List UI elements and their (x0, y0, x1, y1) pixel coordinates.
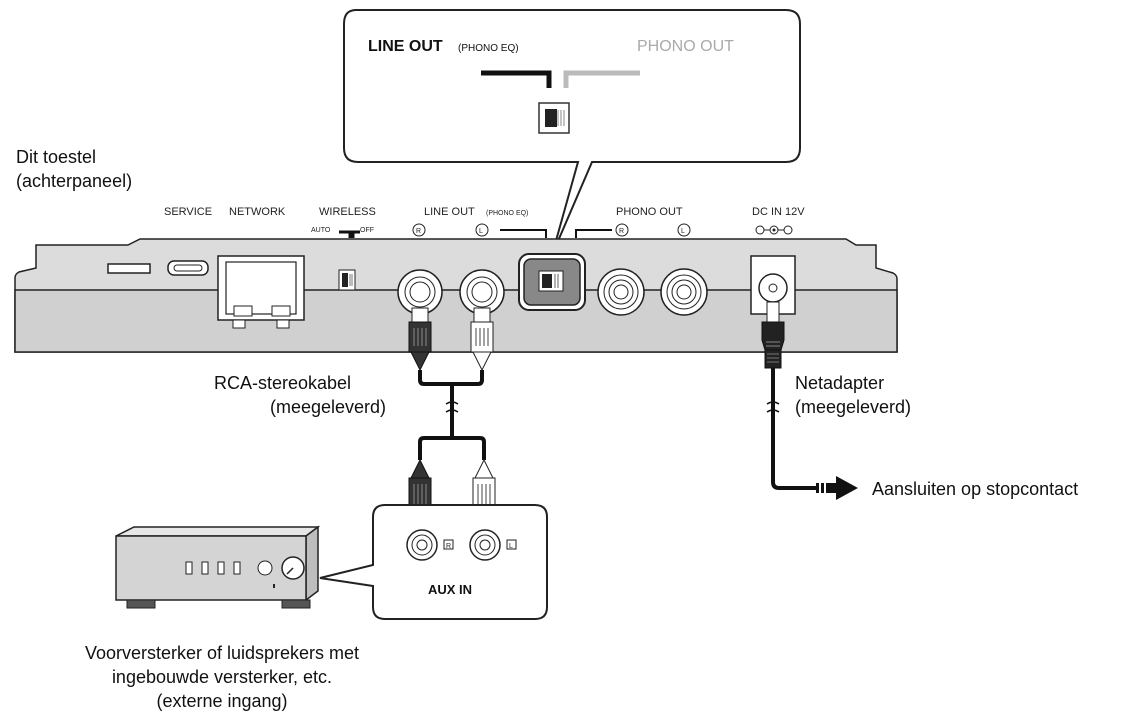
zoom-phono-out-label: PHONO OUT (637, 38, 734, 55)
line-out-r-jack (397, 269, 443, 315)
rca-cable-label-line1: RCA-stereokabel (214, 373, 351, 393)
service-port (107, 263, 151, 274)
amp-label-line1: Voorversterker of luidsprekers met (85, 643, 359, 663)
wireless-label: WIRELESS (319, 206, 376, 218)
phono-out-bracket (575, 229, 612, 238)
svg-text:L: L (509, 543, 513, 550)
dc-in-jack (750, 255, 796, 315)
svg-text:R: R (416, 228, 421, 235)
svg-text:R: R (619, 228, 624, 235)
zoom-phono-eq-label: (PHONO EQ) (458, 43, 519, 54)
phono-out-switch-line (563, 70, 640, 88)
outlet-label: Aansluiten op stopcontact (872, 479, 1078, 499)
aux-in-r-jack (406, 529, 438, 561)
phono-output-switch-panel (518, 253, 586, 311)
zoom-switch-knob (545, 109, 557, 127)
phono-out-l-jack (660, 268, 708, 316)
wireless-auto-label: AUTO (311, 227, 331, 234)
device-label-line1: Dit toestel (16, 147, 96, 167)
power-adapter-cable (761, 301, 858, 500)
svg-text:L: L (681, 228, 685, 235)
switch-zoom-callout: LINE OUT (PHONO EQ) PHONO OUT (343, 9, 801, 256)
adapter-label-line2: (meegeleverd) (795, 397, 911, 417)
line-out-bracket (500, 229, 547, 238)
arrow-right-icon (836, 476, 858, 500)
phono-out-r-jack (597, 268, 645, 316)
dc-polarity-icon (755, 225, 793, 235)
aux-in-l-jack (469, 529, 501, 561)
phono-out-panel-label: PHONO OUT (616, 206, 683, 218)
amp-label-line2: ingebouwde versterker, etc. (112, 667, 332, 687)
amp-label-line3: (externe ingang) (156, 691, 287, 711)
line-out-panel-label: LINE OUT (424, 206, 475, 218)
external-amplifier-illustration (115, 525, 321, 609)
svg-text:L: L (479, 228, 483, 235)
aux-in-callout: R L AUX IN (319, 504, 548, 620)
aux-in-label: AUX IN (428, 582, 472, 597)
service-label: SERVICE (164, 206, 212, 218)
adapter-label-line1: Netadapter (795, 373, 884, 393)
phono-eq-panel-label: (PHONO EQ) (486, 210, 528, 217)
amp-knob-small (257, 560, 273, 576)
rca-cable-label-line2: (meegeleverd) (270, 397, 386, 417)
device-label-line2: (achterpaneel) (16, 171, 132, 191)
svg-text:R: R (446, 543, 451, 550)
dc-in-label: DC IN 12V (752, 206, 805, 218)
zoom-line-out-label: LINE OUT (368, 38, 443, 55)
line-out-l-marker: L (475, 223, 489, 237)
network-label: NETWORK (229, 206, 286, 218)
phono-out-l-marker: L (677, 223, 691, 237)
wireless-switch (338, 269, 356, 291)
wireless-off-label: OFF (360, 227, 374, 234)
network-port (217, 255, 305, 329)
phono-out-r-marker: R (615, 223, 629, 237)
line-out-l-jack (459, 269, 505, 315)
line-out-r-marker: R (412, 223, 426, 237)
line-out-switch-line (481, 70, 552, 88)
